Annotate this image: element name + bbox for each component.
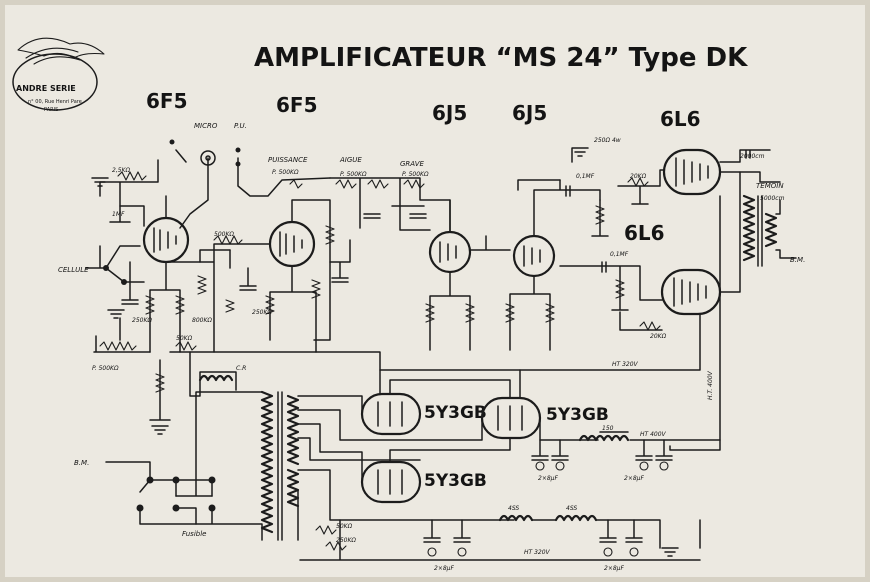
ground-symbols <box>91 147 679 557</box>
value-label: HT 320V <box>524 549 551 556</box>
control-label-grave: GRAVE <box>400 160 425 168</box>
logo-text: ANDRE SERIE <box>16 84 76 93</box>
value-label: 250KΩ <box>252 309 272 316</box>
manufacturer-logo: ANDRE SERIE n° 00, Rue Henri Pare PARIS <box>12 37 105 113</box>
input-label-cellule: CELLULE <box>58 266 89 274</box>
input-label-micro: MICRO <box>194 122 218 130</box>
value-label: 250KΩ <box>336 537 356 544</box>
tube-label-6f5-a: 6F5 <box>146 89 188 113</box>
pot-label-grave: P. 500KΩ <box>402 171 429 178</box>
value-label: 2,5KΩ <box>112 167 130 174</box>
value-label: 4SS <box>566 505 577 512</box>
tube-label-6j5-b: 6J5 <box>512 101 547 125</box>
value-label: H.T. 400V <box>707 370 714 400</box>
schematic-title: AMPLIFICATEUR “MS 24” Type DK <box>254 43 748 73</box>
value-label: 2000cm <box>740 153 765 160</box>
logo-city: PARIS <box>44 107 58 113</box>
value-label: 2×8µF <box>538 475 558 482</box>
value-label: 150 <box>602 425 614 432</box>
value-label: 0,1MF <box>576 173 595 180</box>
tube-label-6l6-a: 6L6 <box>660 107 701 131</box>
control-label-puissance: PUISSANCE <box>268 156 308 164</box>
output-label-bm-out: B.M. <box>790 256 805 264</box>
tube-label-5y3gb-c: 5Y3GB <box>424 471 487 491</box>
logo-address: n° 00, Rue Henri Pare <box>28 99 82 105</box>
value-label: 20KΩ <box>630 173 647 180</box>
value-label: 500KΩ <box>214 231 234 238</box>
value-label: 2×8µF <box>624 475 644 482</box>
value-label: C.R <box>236 365 246 372</box>
input-label-bm-in: B.M. <box>74 459 89 467</box>
tube-label-5y3gb-b: 5Y3GB <box>546 405 609 425</box>
control-label-aigue: AIGUE <box>339 156 362 164</box>
value-label: 2×8µF <box>604 565 624 572</box>
value-label: 4SS <box>508 505 519 512</box>
value-label: HT 400V <box>640 431 667 438</box>
input-label-pu: P.U. <box>234 122 247 130</box>
fuse-label: Fusible <box>182 530 206 538</box>
value-label: 250KΩ <box>132 317 152 324</box>
tube-label-6j5-a: 6J5 <box>432 101 467 125</box>
eagle-wings-emblem-icon <box>12 37 105 111</box>
pot-label-input: P. 500KΩ <box>92 365 119 372</box>
value-label: 2×8µF <box>434 565 454 572</box>
value-label: HT 320V <box>612 361 639 368</box>
value-label: 0,1MF <box>610 251 629 258</box>
value-label: 5000cm <box>760 195 785 202</box>
tube-label-5y3gb-a: 5Y3GB <box>424 403 487 423</box>
tube-label-6l6-b: 6L6 <box>624 221 665 245</box>
value-label: 250Ω 4w <box>594 137 621 144</box>
pot-label-aigue: P. 500KΩ <box>340 171 367 178</box>
value-label: 20KΩ <box>650 333 667 340</box>
value-label: 800KΩ <box>192 317 212 324</box>
value-label: 1MF <box>112 211 125 218</box>
wiring <box>85 139 797 561</box>
value-label: 50KΩ <box>336 523 353 530</box>
pot-label-puissance: P. 500KΩ <box>272 169 299 176</box>
value-label: 50KΩ <box>176 335 193 342</box>
rectifier-5y3gb-a <box>360 392 422 436</box>
tube-label-6f5-b: 6F5 <box>276 93 318 117</box>
pilot-lamp-label: TEMOIN <box>756 182 784 190</box>
